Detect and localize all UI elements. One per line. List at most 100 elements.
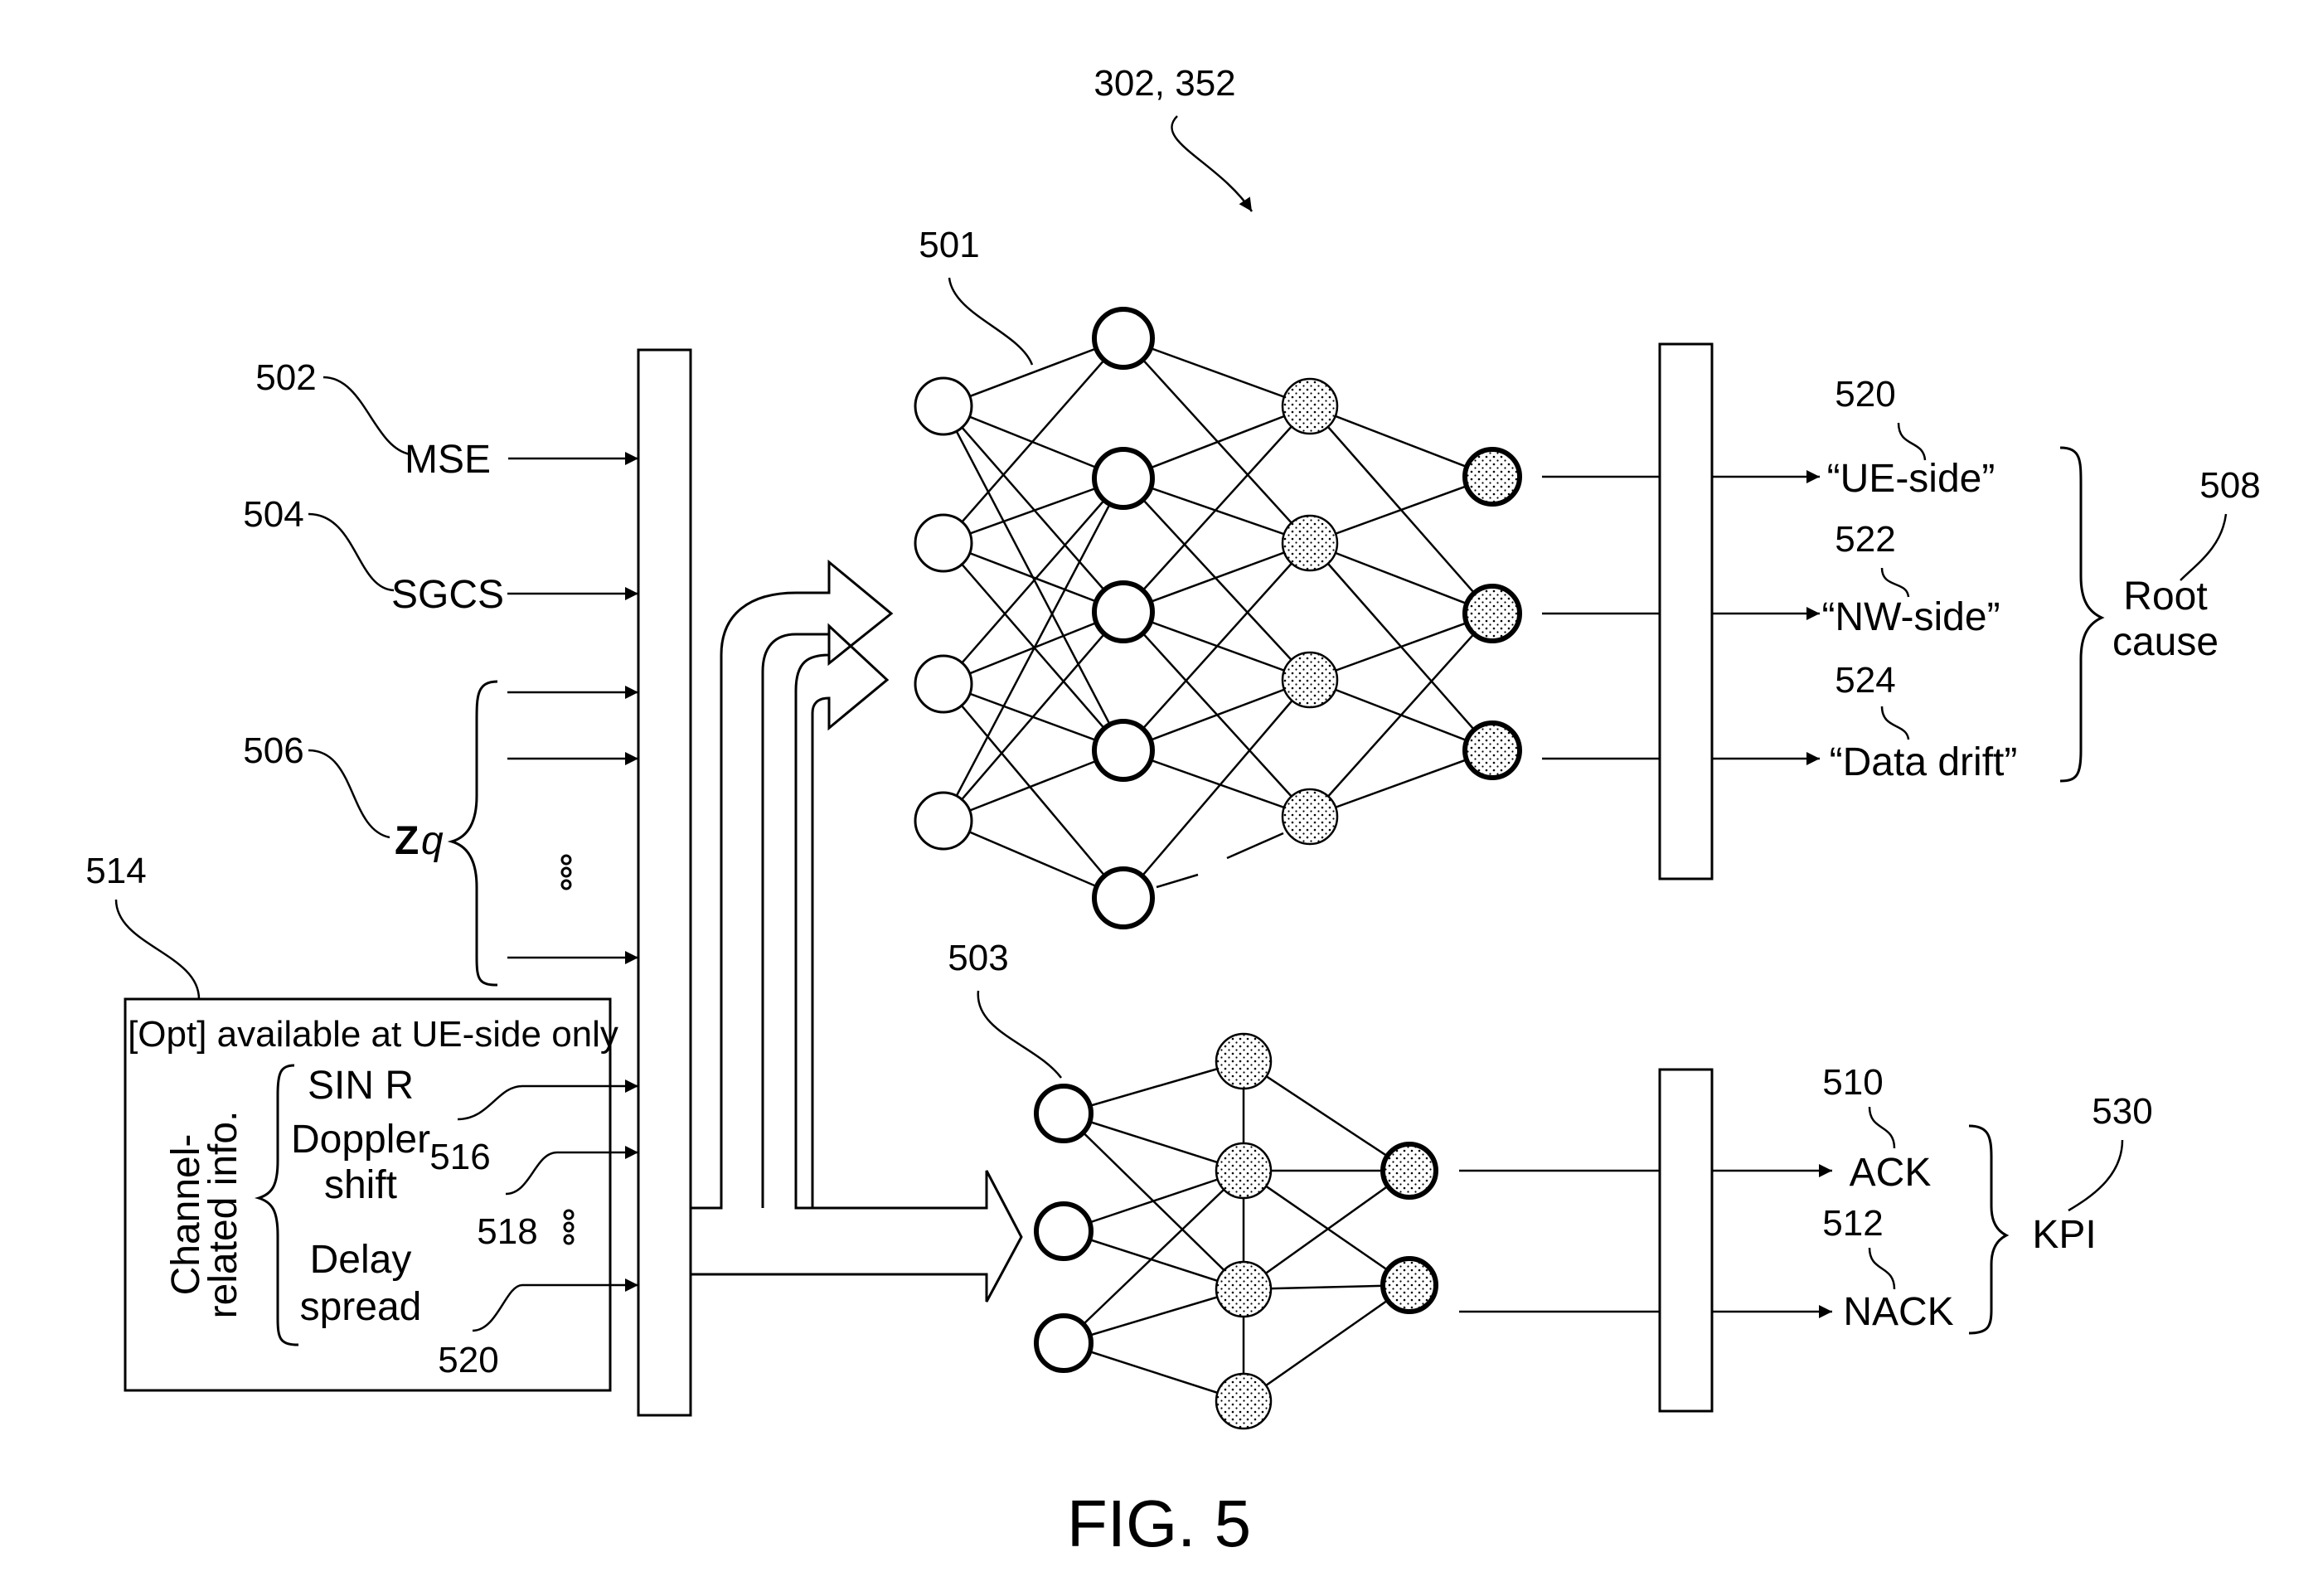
network-501-nodes [914,307,1522,929]
ref-514-leader [114,899,201,1000]
ref-512: 512 [1822,1203,1883,1244]
ref-524-leader [1880,706,1910,740]
ref-506: 506 [243,730,303,771]
network-503-node-l1-2 [1034,1201,1094,1261]
network-501-edge [943,337,1124,544]
network-501-edge [943,477,1124,545]
ref-522-leader [1880,567,1910,598]
network-501-node-l2-3 [1092,580,1155,643]
network-501-edge [1123,749,1311,818]
network-501-edge-partial [1156,873,1199,889]
network-501-edge-partial [1226,832,1284,860]
ref-520-input: 520 [438,1340,498,1380]
network-501-node-l4-3 [1462,720,1522,780]
network-501-node-l3-4 [1281,788,1339,846]
label-sinr: SIN R [308,1064,414,1108]
ref-504: 504 [243,494,303,535]
network-501-node-l3-3 [1281,651,1339,709]
network-501-edge [1123,337,1311,408]
network-503-node-l2-3 [1215,1260,1273,1318]
network-501-edge [1123,477,1311,545]
ref-302-352: 302, 352 [1094,63,1235,104]
network-501-edge [1123,405,1311,480]
kpi-brace [1968,1124,2010,1335]
network-503-node-l2-4 [1215,1372,1273,1430]
network-503-edge [1243,1283,1410,1403]
ref-302-352-arrow [1171,115,1254,212]
network-501-node-l3-1 [1281,377,1339,435]
ref-518-leader [505,1151,558,1196]
network-501-edge [1309,612,1493,682]
label-ue-side: “UE-side” [1827,457,1996,501]
network-501-edge [1309,405,1493,478]
ref-514: 514 [85,851,146,891]
label-kpi: KPI [2032,1213,2096,1257]
label-root-line2: cause [2112,620,2219,664]
network-501-edge [1309,749,1493,818]
network-503-edges [1063,1060,1410,1403]
network-501-node-l1-4 [914,791,973,851]
ref-524: 524 [1835,660,1895,701]
network-501-node-l2-1 [1092,307,1155,370]
network-501-node-l4-2 [1462,584,1522,643]
ref-530-leader [2068,1139,2124,1212]
network-501-edge [1123,542,1311,751]
ref-504-leader [308,512,395,592]
channel-info-box [124,997,612,1392]
label-nack: NACK [1843,1290,1953,1334]
ref-503: 503 [948,938,1008,978]
network-501-node-l3-2 [1281,514,1339,572]
network-501-edge [943,405,1124,480]
network-501-edge [942,405,1125,751]
ref-520-output: 520 [1835,374,1895,415]
network-503-node-l3-2 [1380,1256,1438,1314]
ref-510-leader [1868,1106,1896,1149]
network-501-edge [1309,541,1493,615]
network-501-node-l2-4 [1092,719,1155,782]
network-503-edge [1063,1341,1244,1403]
network-503-edge [1063,1112,1244,1172]
network-501-edge [1123,541,1311,614]
channel-brace [254,1064,299,1346]
channel-label-line2: related info. [201,1111,245,1319]
network-501-edge [1123,678,1311,752]
ref-516: 516 [429,1137,490,1177]
network-503-node-l1-3 [1034,1313,1094,1373]
ref-503-leader [977,990,1062,1079]
network-503-node-l2-1 [1215,1032,1273,1090]
ref-501-leader [948,277,1034,366]
label-delay-line2: spread [300,1285,422,1329]
block-arrow-to-network-501 [691,559,894,1210]
network-501-edge [943,478,1124,685]
network-503-edge [1063,1230,1244,1291]
ref-522: 522 [1835,519,1895,560]
ref-530: 530 [2092,1091,2152,1132]
root-cause-brace [2059,446,2105,783]
channel-ellipsis [563,1209,575,1245]
network-501-edge [1123,337,1311,544]
zq-ellipsis [560,854,572,890]
network-503-node-l2-2 [1215,1142,1273,1200]
zq-brace [447,680,498,987]
network-501-edge [943,611,1124,822]
network-503-edge [1063,1113,1244,1290]
figure-title: FIG. 5 [1067,1487,1251,1560]
ref-516-leader [457,1084,523,1121]
network-501-node-l4-1 [1462,447,1522,507]
input-vector-bar [637,348,692,1417]
network-503-edge [1243,1169,1410,1291]
label-doppler-line1: Doppler [291,1118,430,1162]
ref-502: 502 [255,357,316,398]
label-root-line1: Root [2123,575,2207,619]
output-vector-bar-root-cause [1658,342,1714,880]
network-501-edge [1123,679,1311,899]
label-doppler-line2: shift [324,1163,397,1207]
network-501-node-l2-5 [1092,866,1155,929]
network-501-edge [1123,405,1311,613]
network-501-node-l1-1 [914,376,973,436]
network-503-nodes [1034,1032,1438,1430]
ref-508: 508 [2199,465,2260,506]
ref-502-leader [322,376,411,456]
label-delay-line1: Delay [310,1238,412,1282]
opt-note: [Opt] available at UE-side only [128,1014,618,1055]
